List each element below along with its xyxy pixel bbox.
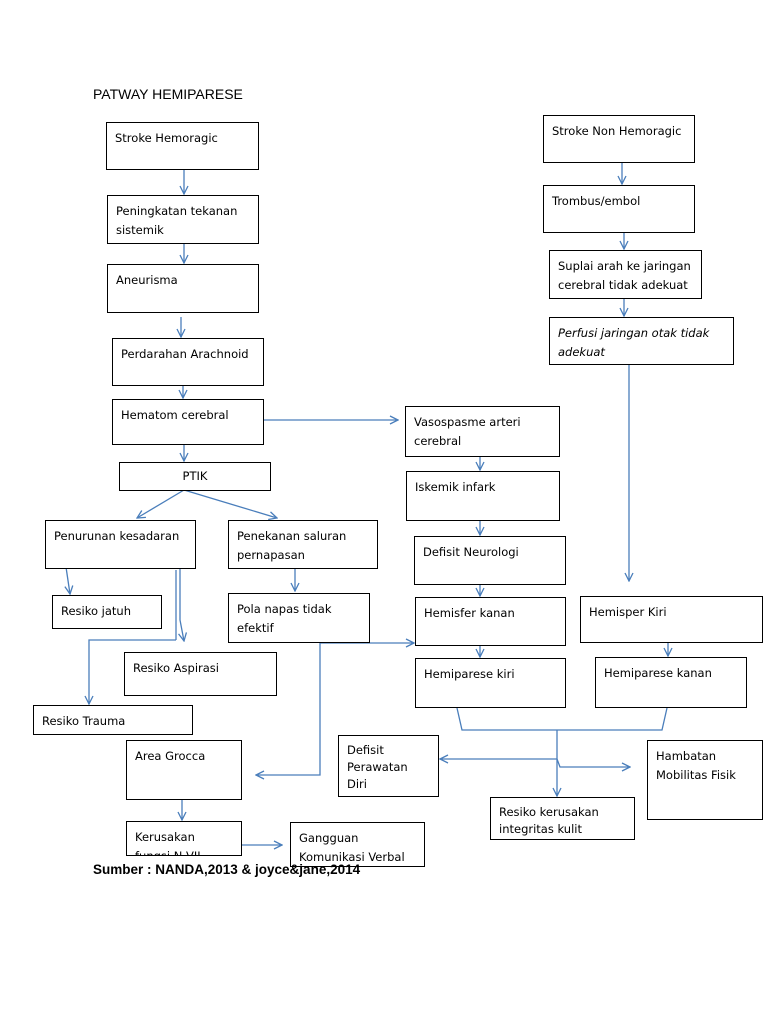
source-citation: Sumber : NANDA,2013 & joyce&jane,2014 — [93, 862, 361, 877]
node-hemisfer-kanan: Hemisfer kanan — [415, 597, 566, 646]
edge-penurunan-to-aspirasi — [180, 568, 184, 641]
edge-penurunan-to-jatuh — [66, 566, 70, 594]
node-penekanan-saluran: Penekanan saluran pernapasan — [228, 520, 378, 569]
node-hemiparese-kanan: Hemiparese kanan — [595, 657, 747, 708]
node-resiko-jatuh: Resiko jatuh — [52, 595, 162, 629]
node-pola-napas: Pola napas tidak efektif — [228, 593, 370, 643]
node-penurunan-kesadaran: Penurunan kesadaran — [45, 520, 196, 569]
edge-merge-bracket — [456, 707, 668, 731]
node-iskemik-infark: Iskemik infark — [406, 471, 560, 521]
node-kerusakan-fungsi: Kerusakan fungsi N VII — [126, 821, 242, 856]
node-perdarahan-arachnoid: Perdarahan Arachnoid — [112, 338, 264, 386]
node-hambatan-mobilitas: Hambatan Mobilitas Fisik — [647, 740, 763, 820]
node-ptik: PTIK — [119, 462, 271, 491]
diagram-title: PATWAY HEMIPARESE — [93, 86, 243, 102]
node-suplai-arah: Suplai arah ke jaringan cerebral tidak a… — [549, 250, 702, 299]
node-defisit-perawatan: Defisit Perawatan Diri — [338, 735, 439, 797]
node-hemiparese-kiri: Hemiparese kiri — [415, 658, 566, 708]
edge-ptik-to-penurunan — [137, 489, 185, 518]
edge-ptik-to-penekanan — [183, 489, 277, 518]
node-perfusi-jaringan: Perfusi jaringan otak tidak adekuat — [549, 317, 734, 365]
node-trombus-embol: Trombus/embol — [543, 185, 695, 233]
node-gangguan-komunikasi: Gangguan Komunikasi Verbal — [290, 822, 425, 867]
edge-trauma-connector — [89, 639, 176, 704]
node-hemisper-kiri: Hemisper Kiri — [580, 596, 763, 643]
node-hematom-cerebral: Hematom cerebral — [112, 399, 264, 445]
node-area-grocca: Area Grocca — [126, 740, 242, 800]
node-peningkatan-tekanan: Peningkatan tekanan sistemik — [107, 195, 259, 244]
node-vasospasme: Vasospasme arteri cerebral — [405, 406, 560, 457]
edge-pola-to-area-grocca — [256, 643, 321, 775]
node-defisit-neurologi: Defisit Neurologi — [414, 536, 566, 585]
node-resiko-kerusakan: Resiko kerusakan integritas kulit — [490, 797, 635, 840]
node-stroke-non-hemoragic: Stroke Non Hemoragic — [543, 115, 695, 163]
node-aneurisma: Aneurisma — [107, 264, 259, 313]
edge-merge-to-hambatan — [556, 758, 630, 767]
node-resiko-aspirasi: Resiko Aspirasi — [124, 652, 277, 696]
node-resiko-trauma: Resiko Trauma — [33, 705, 193, 735]
node-stroke-hemoragic: Stroke Hemoragic — [106, 122, 259, 170]
